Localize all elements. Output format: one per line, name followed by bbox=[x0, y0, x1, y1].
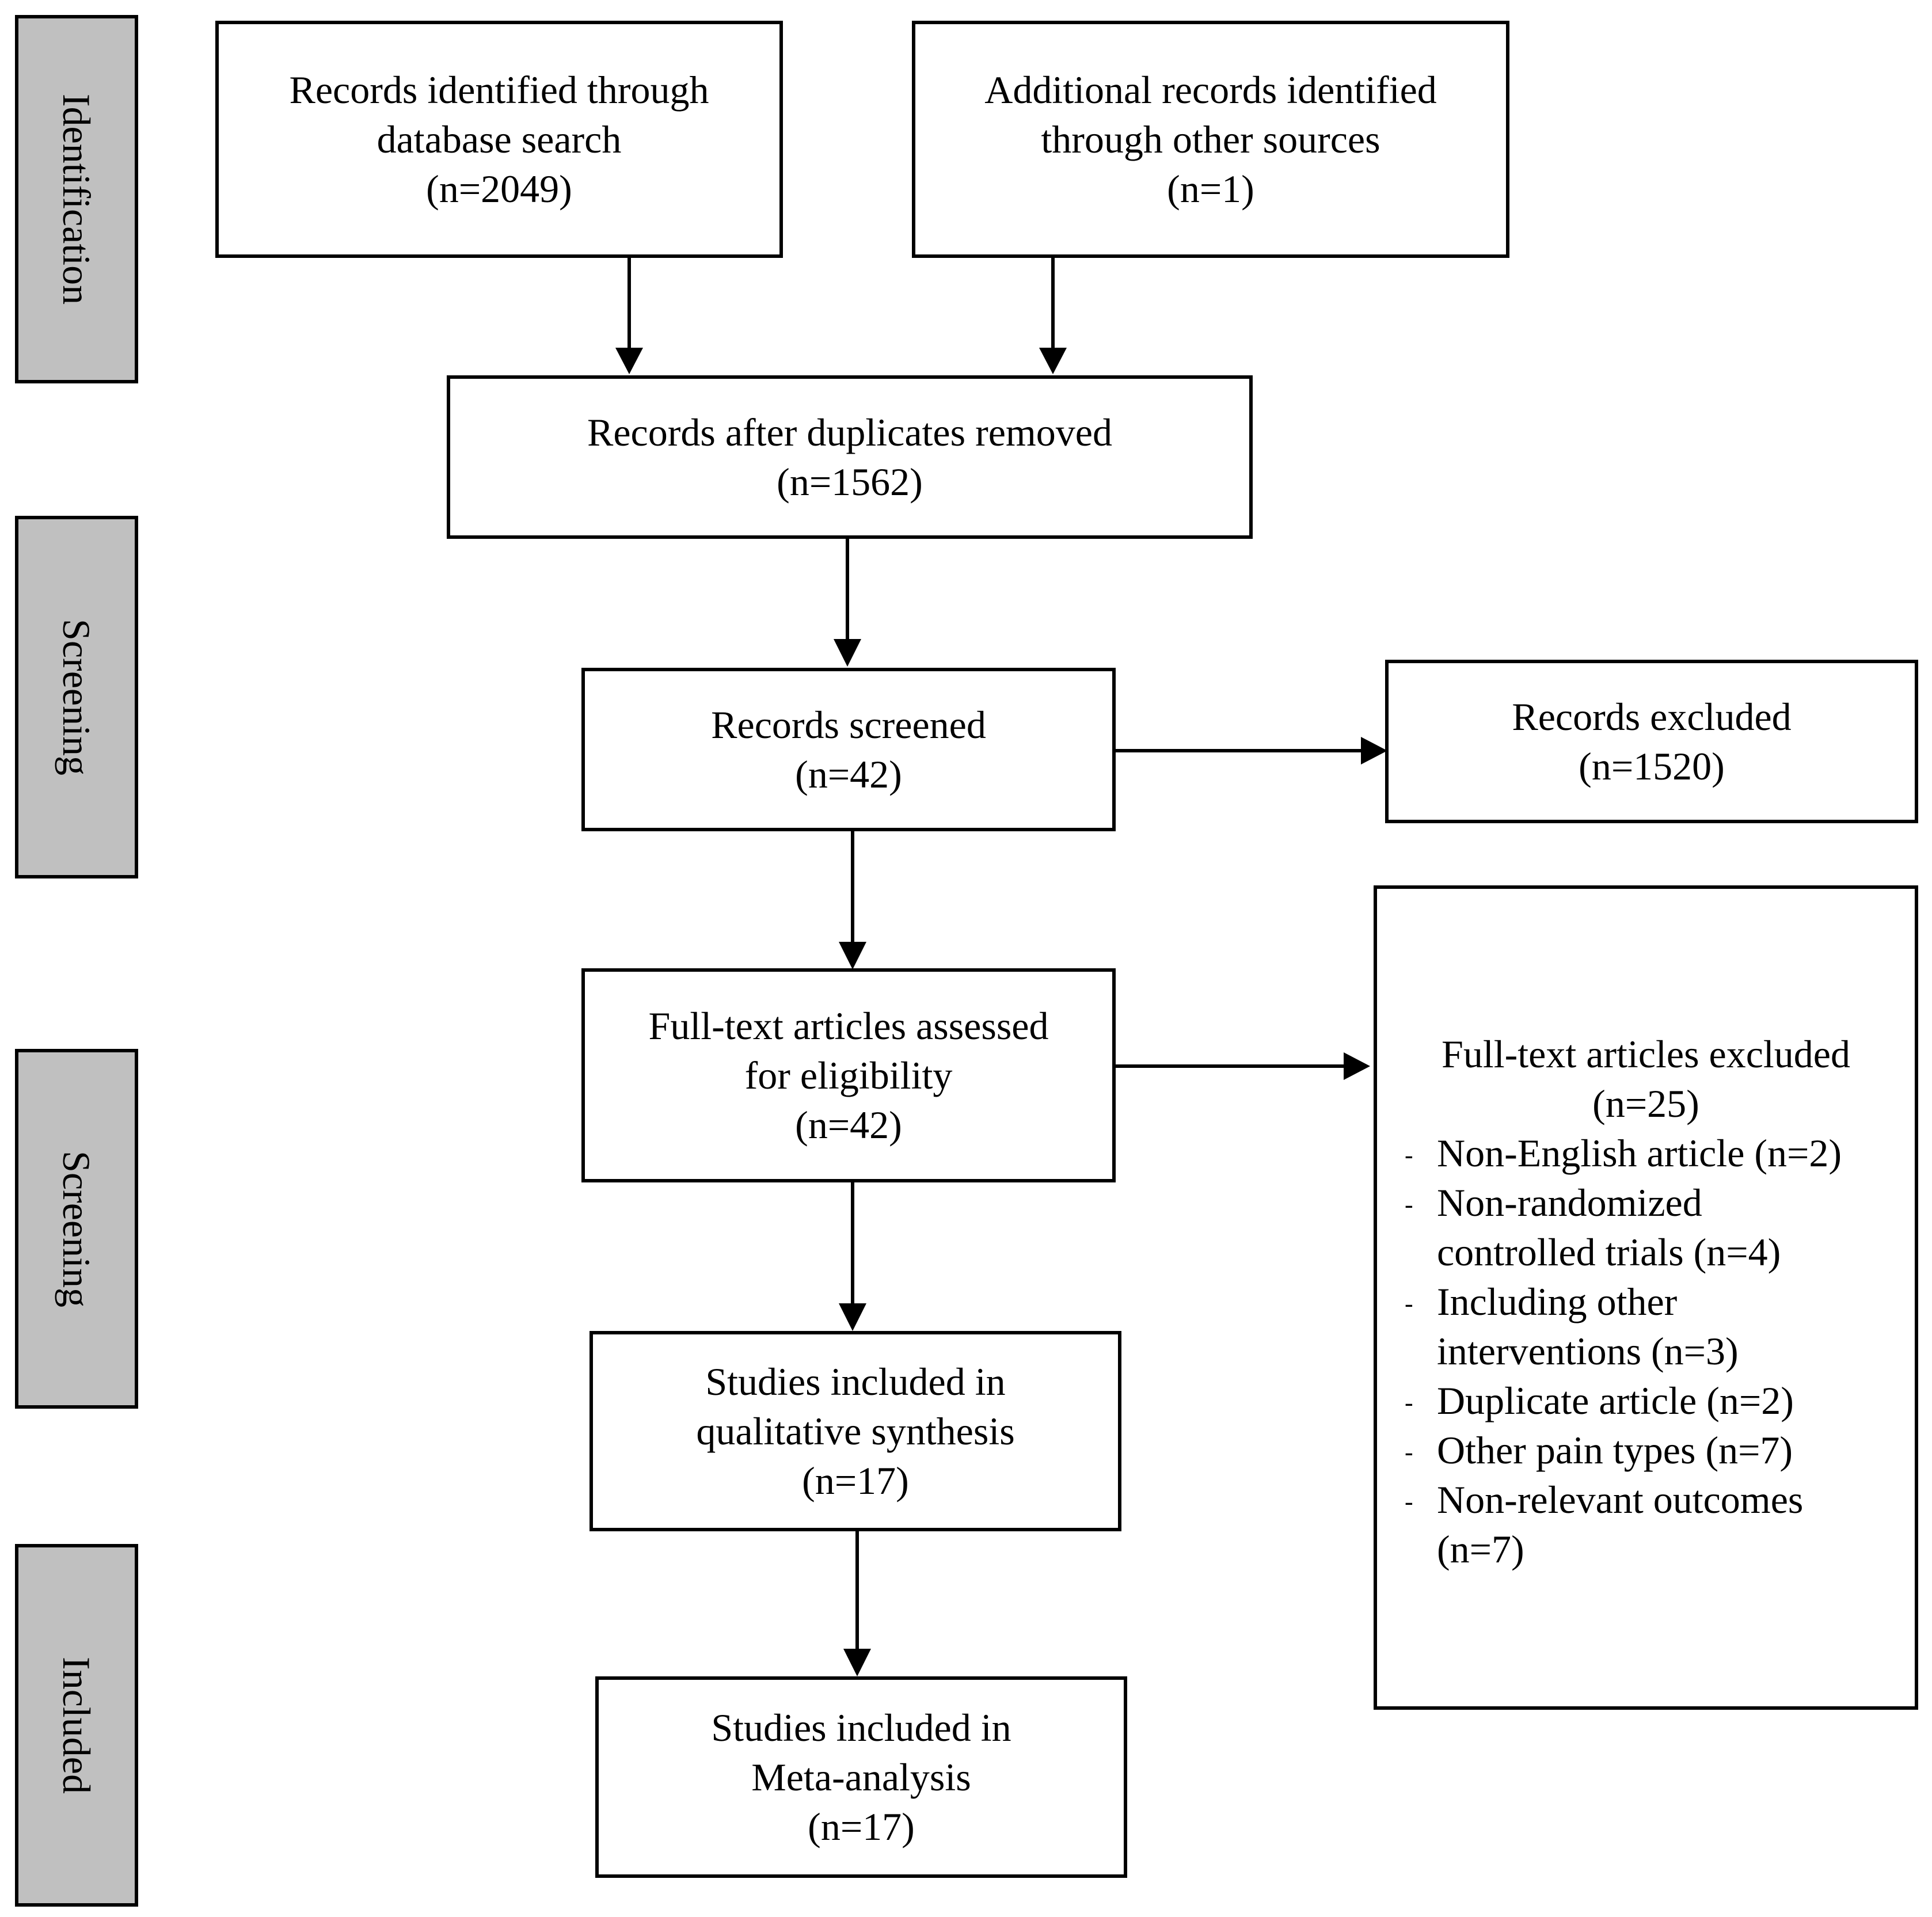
exclusion-reason-text: Non-randomized bbox=[1437, 1181, 1702, 1224]
exclusion-reason: -Other pain types (n=7) bbox=[1377, 1425, 1915, 1475]
arrowhead bbox=[839, 942, 866, 969]
exclusion-reason-text: Other pain types (n=7) bbox=[1437, 1428, 1793, 1472]
bullet-dash: - bbox=[1405, 1190, 1413, 1219]
arrowhead bbox=[843, 1649, 871, 1676]
box-line: Records identified through bbox=[289, 68, 709, 112]
box-line: Full-text articles assessed bbox=[648, 1004, 1049, 1048]
arrowhead bbox=[1039, 348, 1067, 374]
box-line: Meta-analysis bbox=[751, 1755, 971, 1799]
box-fulltext-excluded: Full-text articles excluded (n=25) -Non-… bbox=[1374, 885, 1918, 1710]
box-count: (n=1520) bbox=[1579, 744, 1725, 788]
exclusion-reason-text: Including other bbox=[1437, 1280, 1678, 1323]
exclusion-reasons-list: -Non-English article (n=2)-Non-randomize… bbox=[1377, 1128, 1915, 1574]
arrowhead bbox=[834, 639, 861, 667]
stage-screening: Screening bbox=[15, 516, 138, 878]
bullet-dash: - bbox=[1405, 1141, 1413, 1169]
bullet-dash: - bbox=[1405, 1389, 1413, 1417]
box-line: Studies included in bbox=[705, 1360, 1006, 1403]
box-count: (n=1562) bbox=[777, 460, 923, 504]
box-after-duplicates: Records after duplicates removed (n=1562… bbox=[447, 375, 1253, 539]
exclusion-reason-text: Non-relevant outcomes bbox=[1437, 1478, 1804, 1522]
box-fulltext-assessed: Full-text articles assessed for eligibil… bbox=[581, 968, 1116, 1182]
stage-included: Included bbox=[15, 1544, 138, 1907]
box-line: Studies included in bbox=[711, 1706, 1011, 1749]
box-count: (n=42) bbox=[795, 1103, 902, 1147]
box-line: Records screened bbox=[711, 703, 986, 747]
exclusion-reason-text: (n=7) bbox=[1437, 1527, 1524, 1571]
box-qualitative-synthesis: Studies included in qualitative synthesi… bbox=[590, 1331, 1121, 1531]
box-line: for eligibility bbox=[744, 1053, 953, 1097]
exclusion-reason-text: Duplicate article (n=2) bbox=[1437, 1379, 1794, 1422]
exclusion-reason: -Non-randomized controlled trials (n=4) bbox=[1377, 1178, 1915, 1277]
box-line: qualitative synthesis bbox=[696, 1409, 1015, 1453]
stage-screening-eligibility: Screening bbox=[15, 1049, 138, 1409]
box-count: (n=42) bbox=[795, 752, 902, 796]
bullet-dash: - bbox=[1405, 1290, 1413, 1318]
box-line: database search bbox=[376, 117, 622, 161]
excluded-title: Full-text articles excluded bbox=[1442, 1032, 1850, 1076]
arrowhead bbox=[1344, 1052, 1370, 1080]
exclusion-reason-text: interventions (n=3) bbox=[1437, 1329, 1739, 1373]
arrowhead bbox=[615, 348, 643, 374]
exclusion-reason-text: controlled trials (n=4) bbox=[1437, 1230, 1781, 1274]
exclusion-reason-text: Non-English article (n=2) bbox=[1437, 1131, 1842, 1175]
exclusion-reason: -Non-English article (n=2) bbox=[1377, 1128, 1915, 1178]
bullet-dash: - bbox=[1405, 1438, 1413, 1466]
box-count: (n=2049) bbox=[426, 167, 572, 211]
box-line: through other sources bbox=[1041, 117, 1380, 161]
exclusion-reason: -Including other interventions (n=3) bbox=[1377, 1277, 1915, 1376]
box-database-search: Records identified through database sear… bbox=[215, 21, 783, 258]
arrowhead bbox=[1361, 737, 1387, 764]
stage-identification: Identification bbox=[15, 15, 138, 383]
excluded-count: (n=25) bbox=[1592, 1082, 1699, 1125]
exclusion-reason: -Non-relevant outcomes (n=7) bbox=[1377, 1475, 1915, 1574]
box-count: (n=17) bbox=[808, 1805, 915, 1848]
box-count: (n=17) bbox=[802, 1459, 909, 1503]
box-other-sources: Additional records identified through ot… bbox=[912, 21, 1509, 258]
box-count: (n=1) bbox=[1167, 167, 1254, 211]
arrowhead bbox=[839, 1303, 866, 1331]
exclusion-reason: -Duplicate article (n=2) bbox=[1377, 1376, 1915, 1425]
box-line: Records after duplicates removed bbox=[587, 410, 1112, 454]
box-line: Records excluded bbox=[1512, 695, 1792, 739]
bullet-dash: - bbox=[1405, 1488, 1413, 1516]
box-records-screened: Records screened (n=42) bbox=[581, 668, 1116, 831]
box-line: Additional records identified bbox=[984, 68, 1437, 112]
box-records-excluded: Records excluded (n=1520) bbox=[1385, 660, 1918, 823]
box-meta-analysis: Studies included in Meta-analysis (n=17) bbox=[595, 1676, 1127, 1878]
